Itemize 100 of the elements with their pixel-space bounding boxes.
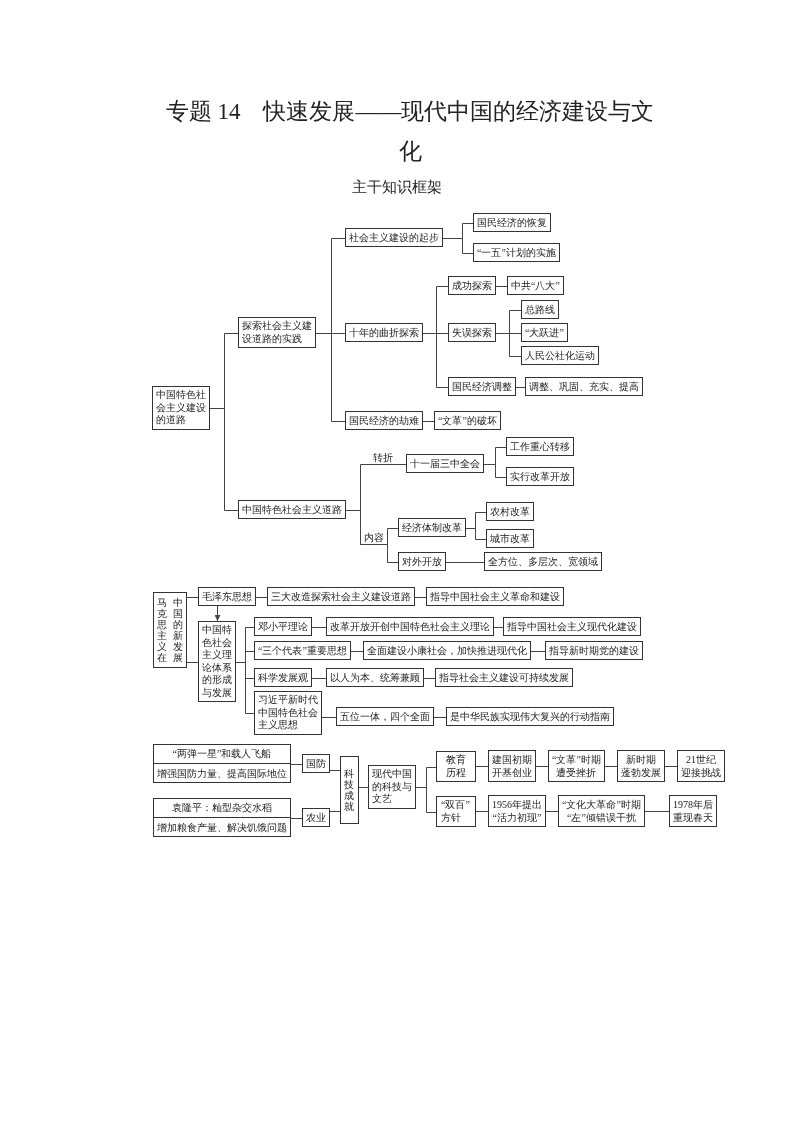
concept-box xyxy=(506,467,574,486)
concept-box xyxy=(267,587,415,606)
connector-line xyxy=(604,766,618,767)
connector-line xyxy=(345,510,399,563)
edge-label: 内容 xyxy=(364,532,384,544)
concept-box xyxy=(521,346,599,365)
connector-line xyxy=(664,766,678,767)
connector-line xyxy=(315,333,346,422)
concept-text: 遭受挫折 xyxy=(556,766,597,779)
concept-box xyxy=(677,750,725,782)
connector-line xyxy=(329,770,341,771)
concept-text: “文化大革命”时期 xyxy=(562,798,641,811)
concept-text: 经济体制改革 xyxy=(402,521,462,534)
concept-text: 探索社会主义建设道路的实践 xyxy=(242,320,312,345)
concept-box xyxy=(345,411,423,430)
concept-box xyxy=(448,323,496,342)
concept-text: “双百”方针 xyxy=(441,799,471,824)
concept-box xyxy=(345,323,423,342)
concept-text: 习近平新时代中国特色社会主义思想 xyxy=(258,694,318,732)
concept-box xyxy=(398,552,446,571)
connector-line xyxy=(329,811,341,812)
concept-text: 国防 xyxy=(306,757,326,770)
concept-text: 五位一体，四个全面 xyxy=(340,710,430,723)
concept-text: 蓬勃发展 xyxy=(621,766,661,779)
concept-box xyxy=(525,377,643,396)
concept-text: 总路线 xyxy=(525,303,555,316)
concept-box xyxy=(446,707,614,726)
concept-box xyxy=(254,641,351,660)
connector-line xyxy=(530,651,546,652)
concept-text: 中国特色社会主义建设的道路 xyxy=(156,389,206,427)
connector-line xyxy=(235,662,255,714)
connector-line xyxy=(415,787,437,813)
concept-text: 全面建设小康社会，加快推进现代化 xyxy=(367,644,527,657)
concept-text: 城市改革 xyxy=(490,532,530,545)
concept-text: 现代中国的科技与文艺 xyxy=(372,768,412,806)
concept-box xyxy=(434,411,501,430)
concept-text: 中共“八大” xyxy=(511,279,560,292)
concept-text: 马克思主义在中国的新发展 xyxy=(157,597,183,663)
connector-line xyxy=(209,408,239,511)
concept-text: 增强国防力量、提高国际地位 xyxy=(157,767,287,780)
concept-box xyxy=(486,502,534,521)
concept-text: 三大改造探索社会主义建设道路 xyxy=(271,590,411,603)
connector-line xyxy=(311,627,327,628)
connector-line xyxy=(515,387,526,388)
concept-text: 十年的曲折探索 xyxy=(349,326,419,339)
concept-box xyxy=(488,795,546,827)
connector-line xyxy=(186,597,199,598)
connector-line xyxy=(475,766,489,767)
subtitle: 主干知识框架 xyxy=(352,178,442,196)
connector-line xyxy=(414,597,427,598)
concept-box xyxy=(336,707,434,726)
connector-line xyxy=(545,811,559,812)
concept-text: “大跃进” xyxy=(525,326,564,339)
concept-text: 指导社会主义建设可持续发展 xyxy=(439,671,569,684)
concept-text: 教育历程 xyxy=(446,754,466,779)
connector-line xyxy=(255,597,268,598)
connector-line xyxy=(495,333,522,357)
connector-line xyxy=(311,678,327,679)
concept-box xyxy=(507,276,564,295)
concept-box xyxy=(398,518,466,537)
concept-box xyxy=(617,750,665,782)
concept-text: 新时期 xyxy=(626,753,656,766)
concept-box xyxy=(486,529,534,548)
concept-text: “文革”的破坏 xyxy=(438,414,497,427)
concept-text: “文革”时期 xyxy=(552,753,601,766)
concept-text: 指导新时期党的建设 xyxy=(549,644,639,657)
concept-box xyxy=(326,617,494,636)
concept-text: 工作重心转移 xyxy=(510,440,570,453)
concept-box xyxy=(153,744,291,783)
concept-box xyxy=(198,587,256,606)
connector-line xyxy=(475,811,489,812)
concept-text: 1978年后 xyxy=(673,798,713,811)
concept-text: 开基创业 xyxy=(492,766,532,779)
concept-text: 袁隆平：籼型杂交水稻 xyxy=(172,801,272,814)
concept-box xyxy=(558,795,645,827)
connector-line xyxy=(186,662,199,663)
concept-text: 人民公社化运动 xyxy=(525,349,595,362)
concept-text: 科学发展观 xyxy=(258,671,308,684)
connector-line xyxy=(423,678,436,679)
concept-text: 调整、巩固、充实、提高 xyxy=(529,380,639,393)
concept-text: 失误探索 xyxy=(452,326,492,339)
connector-line xyxy=(644,811,670,812)
concept-text: 是中华民族实现伟大复兴的行动指南 xyxy=(450,710,610,723)
concept-text: 中国特色社会主义理论体系的形成与发展 xyxy=(202,624,232,699)
connector-line xyxy=(422,421,435,422)
concept-box xyxy=(669,795,717,827)
concept-box xyxy=(548,750,605,782)
concept-box xyxy=(484,552,602,571)
concept-text: 国民经济的劫难 xyxy=(349,414,419,427)
concept-text: 实行改革开放 xyxy=(510,470,570,483)
concept-text: 1956年提出 xyxy=(492,798,542,811)
arrow xyxy=(214,605,221,622)
concept-text: 迎接挑战 xyxy=(681,766,721,779)
concept-box xyxy=(436,751,476,782)
concept-box xyxy=(363,641,531,660)
concept-text: “左”倾错误干扰 xyxy=(567,811,636,824)
concept-text: “一五”计划的实施 xyxy=(477,246,556,259)
concept-text: 对外开放 xyxy=(402,555,442,568)
concept-text: “两弹一星”和载人飞船 xyxy=(172,747,272,760)
concept-text: 国民经济的恢复 xyxy=(477,216,547,229)
